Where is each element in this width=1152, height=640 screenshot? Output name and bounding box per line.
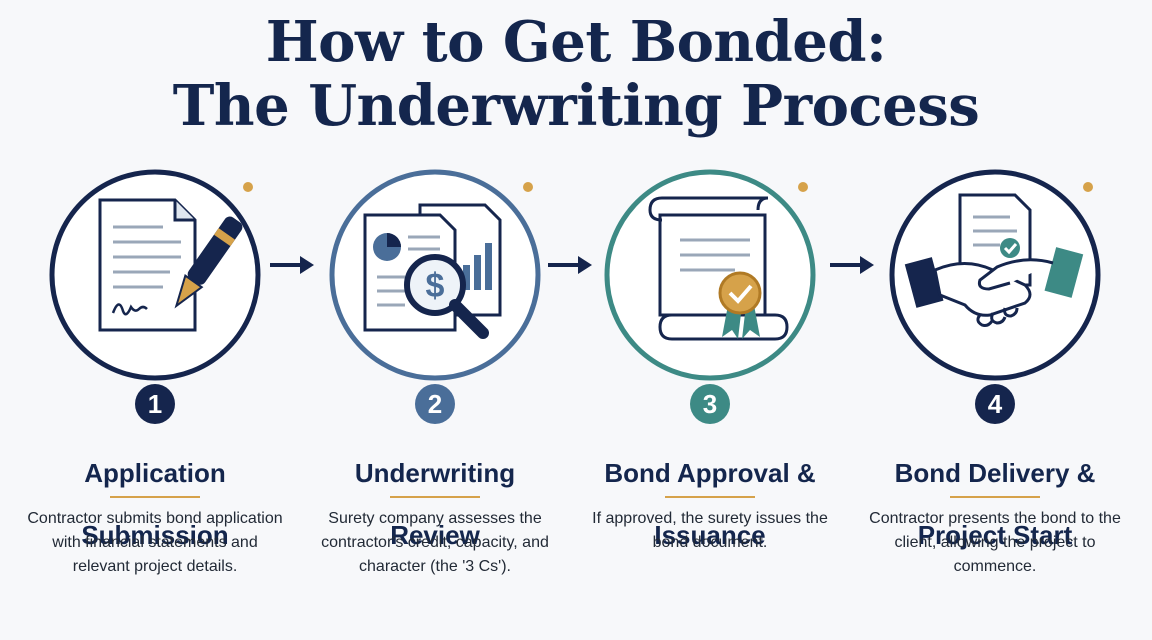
- step-description: Surety company assesses the contractor's…: [321, 510, 549, 575]
- step-1-circle: [45, 165, 265, 385]
- step-title: Application Submission: [25, 427, 285, 551]
- step-title-line2: Project Start: [917, 520, 1073, 550]
- step-title-line1: Application: [84, 458, 226, 488]
- step-number-badge: 1: [135, 384, 175, 424]
- step-number-badge: 3: [690, 384, 730, 424]
- arrow-right-icon: [830, 256, 874, 274]
- step-description: Contractor submits bond application with…: [27, 510, 283, 575]
- financial-review-magnifier-icon: $: [329, 169, 541, 381]
- step-title-line1: Bond Approval &: [604, 458, 816, 488]
- step-title-line1: Underwriting: [354, 458, 516, 488]
- step-3-circle: [600, 165, 820, 385]
- step-title: Underwriting Review: [305, 427, 565, 551]
- scroll-certificate-seal-icon: [604, 169, 816, 381]
- step-title-line1: Bond Delivery &: [894, 458, 1096, 488]
- divider: [390, 496, 480, 498]
- arrow-right-icon: [548, 256, 592, 274]
- divider: [950, 496, 1040, 498]
- page-title-line1: How to Get Bonded:: [265, 9, 887, 75]
- step-title-line2: Review: [390, 520, 480, 550]
- step-number-badge: 2: [415, 384, 455, 424]
- divider: [110, 496, 200, 498]
- divider: [665, 496, 755, 498]
- step-description: Contractor presents the bond to the clie…: [869, 510, 1121, 575]
- step-title-line2: Submission: [81, 520, 229, 550]
- step-title: Bond Approval & Issuance: [580, 427, 840, 551]
- page-title-line2: The Underwriting Process: [172, 73, 980, 139]
- step-title-line2: Issuance: [654, 520, 766, 550]
- step-title: Bond Delivery & Project Start: [865, 427, 1125, 551]
- step-description: If approved, the surety issues the bond …: [592, 510, 828, 551]
- document-signing-pen-icon: [49, 169, 261, 381]
- step-number-badge: 4: [975, 384, 1015, 424]
- svg-text:$: $: [426, 267, 445, 305]
- step-2-circle: $: [325, 165, 545, 385]
- handshake-document-icon: [889, 169, 1101, 381]
- step-4-circle: [885, 165, 1105, 385]
- arrow-right-icon: [270, 256, 314, 274]
